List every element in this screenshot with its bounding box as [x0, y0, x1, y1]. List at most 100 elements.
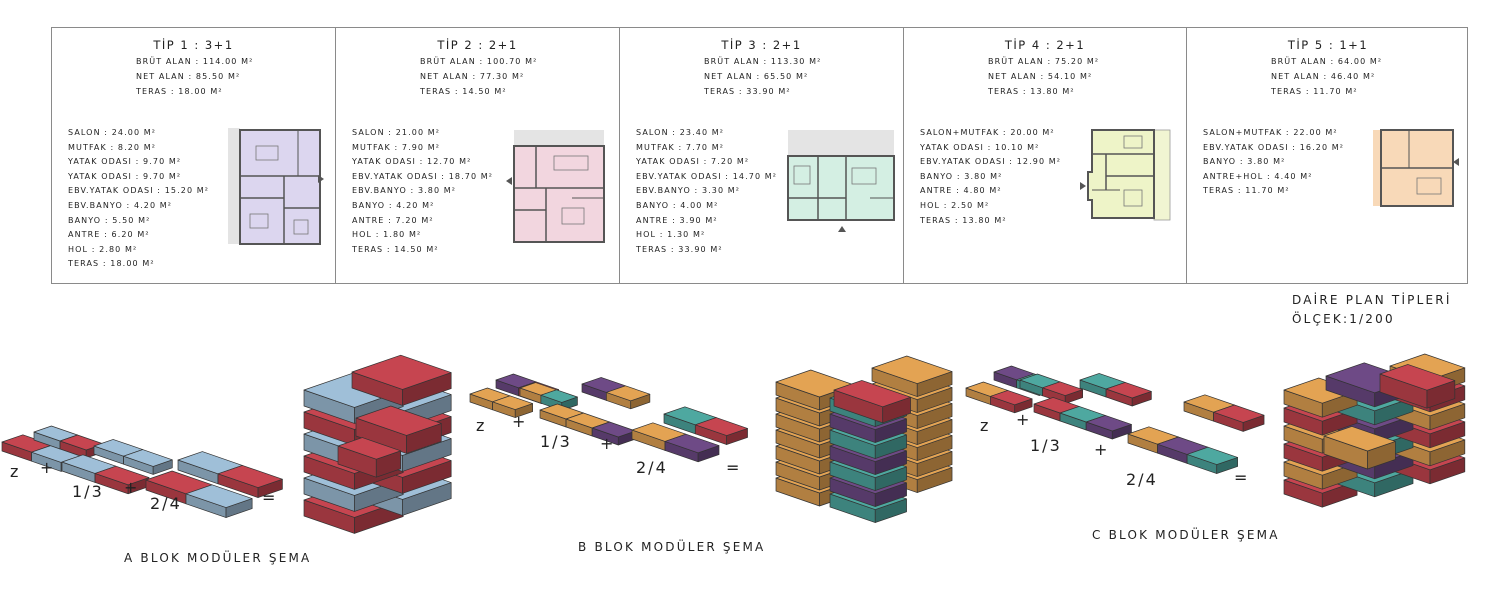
type-title: TİP 1 : 3+1 — [153, 38, 234, 52]
room-item: TERAS : 11.70 M² — [1203, 186, 1290, 196]
net-area: NET ALAN : 85.50 M² — [136, 72, 241, 81]
block-face — [694, 417, 748, 436]
block-face — [123, 449, 173, 467]
block-face — [1042, 381, 1083, 396]
room-item: EBV.BANYO : 3.80 M² — [352, 186, 457, 196]
room-item: ANTRE : 4.80 M² — [920, 186, 1002, 196]
room-item: EBV.BANYO : 4.20 M² — [68, 200, 173, 210]
symbol-z: z — [476, 416, 487, 435]
room-item: ANTRE : 3.90 M² — [636, 215, 718, 225]
symbol-one-three: 1/3 — [540, 432, 572, 451]
block-face — [1105, 382, 1152, 399]
type-1-cell: TİP 1 : 3+1 BRÜT ALAN : 114.00 M² NET ALA… — [52, 28, 336, 283]
room-item: HOL : 2.50 M² — [920, 200, 990, 210]
gross-area: BRÜT ALAN : 113.30 M² — [704, 57, 822, 66]
floor-plan-type-1 — [228, 128, 324, 245]
block-face — [540, 389, 578, 403]
room-item: BANYO : 4.20 M² — [352, 200, 435, 210]
floor-plan-type-4 — [1080, 129, 1171, 221]
net-area: NET ALAN : 65.50 M² — [704, 72, 809, 81]
block-b-label: B BLOK MODÜLER ŞEMA — [578, 540, 766, 554]
net-area: NET ALAN : 46.40 M² — [1271, 72, 1376, 81]
symbol-two-four: 2/4 — [1126, 470, 1158, 489]
room-item: MUTFAK : 7.70 M² — [636, 142, 725, 152]
symbol-plus: + — [1016, 410, 1032, 429]
room-item: YATAK ODASI : 9.70 M² — [68, 157, 182, 167]
room-item: BANYO : 3.80 M² — [920, 171, 1003, 181]
room-item: MUTFAK : 8.20 M² — [68, 142, 157, 152]
room-item: SALON : 21.00 M² — [352, 128, 441, 137]
symbol-one-three: 1/3 — [1030, 436, 1062, 455]
type-2-cell: TİP 2 : 2+1 BRÜT ALAN : 100.70 M² NET ALA… — [336, 28, 620, 283]
symbol-plus: + — [40, 458, 56, 477]
room-item: YATAK ODASI : 12.70 M² — [352, 157, 472, 167]
room-list: SALON : 23.40 M² MUTFAK : 7.70 M² YATAK OD… — [636, 126, 777, 257]
terrace-area: TERAS : 33.90 M² — [704, 87, 791, 96]
type-title: TİP 3 : 2+1 — [721, 38, 802, 52]
block-c-label: C BLOK MODÜLER ŞEMA — [1092, 528, 1280, 542]
room-item: ANTRE : 6.20 M² — [68, 230, 150, 240]
gross-area: BRÜT ALAN : 114.00 M² — [136, 57, 254, 66]
room-item: SALON : 24.00 M² — [68, 128, 157, 137]
block-face — [185, 484, 253, 508]
block-face — [355, 405, 442, 436]
room-item: EBV.YATAK ODASI : 14.70 M² — [636, 171, 778, 181]
type-title: TİP 4 : 2+1 — [1004, 38, 1086, 52]
net-area: NET ALAN : 77.30 M² — [420, 72, 525, 81]
gross-area: BRÜT ALAN : 100.70 M² — [420, 57, 538, 66]
room-item: BANYO : 3.80 M² — [1203, 157, 1286, 167]
type-3-cell: TİP 3 : 2+1 BRÜT ALAN : 113.30 M² NET ALA… — [620, 28, 904, 283]
scale-caption: DAİRE PLAN TİPLERİ ÖLÇEK:1/200 — [1292, 291, 1452, 329]
type-summary: BRÜT ALAN : 100.70 M² NET ALAN : 77.30 M²… — [420, 54, 537, 99]
block-face — [337, 437, 401, 460]
room-item: BANYO : 4.00 M² — [636, 200, 719, 210]
block-face — [94, 465, 150, 486]
block-face — [871, 355, 953, 384]
room-item: HOL : 1.30 M² — [636, 230, 706, 240]
block-a-label: A BLOK MODÜLER ŞEMA — [124, 551, 312, 565]
room-item: HOL : 1.80 M² — [352, 230, 422, 240]
room-item: ANTRE : 7.20 M² — [352, 215, 434, 225]
block-face — [1323, 426, 1396, 452]
block-face — [990, 390, 1033, 406]
type-summary: BRÜT ALAN : 114.00 M² NET ALAN : 85.50 M²… — [136, 54, 253, 99]
block-face — [1186, 446, 1238, 465]
room-item: ANTRE+HOL : 4.40 M² — [1203, 171, 1313, 181]
block-face — [1379, 364, 1456, 391]
room-item: YATAK ODASI : 7.20 M² — [636, 157, 750, 167]
floor-plan-type-5 — [1373, 129, 1459, 207]
block-face — [217, 465, 283, 488]
net-area: NET ALAN : 54.10 M² — [988, 72, 1093, 81]
room-item: YATAK ODASI : 9.70 M² — [68, 171, 182, 181]
room-item: TERAS : 14.50 M² — [352, 244, 439, 254]
block-face — [1085, 415, 1132, 432]
terrace-area: TERAS : 13.80 M² — [988, 87, 1075, 96]
symbol-equals: = — [1234, 468, 1250, 487]
symbol-z: z — [980, 416, 991, 435]
gross-area: BRÜT ALAN : 64.00 M² — [1271, 57, 1383, 66]
block-face — [606, 385, 651, 402]
symbol-plus: + — [600, 434, 616, 453]
room-item: SALON+MUTFAK : 22.00 M² — [1203, 128, 1338, 137]
type-title: TİP 2 : 2+1 — [437, 38, 518, 52]
room-list: SALON : 24.00 M² MUTFAK : 8.20 M² YATAK OD… — [68, 126, 209, 272]
block-face — [833, 380, 911, 408]
room-item: SALON : 23.40 M² — [636, 128, 725, 137]
room-item: TERAS : 33.90 M² — [636, 244, 723, 254]
room-item: TERAS : 18.00 M² — [68, 259, 155, 269]
symbol-equals: = — [262, 488, 278, 507]
room-item: EBV.BANYO : 3.30 M² — [636, 186, 741, 196]
symbol-plus: + — [512, 412, 528, 431]
floor-plan-type-3 — [787, 130, 895, 232]
symbol-equals: = — [726, 458, 742, 477]
room-item: HOL : 2.80 M² — [68, 244, 138, 254]
block-face — [351, 354, 452, 390]
block-face — [1213, 404, 1265, 423]
plan-types-title: DAİRE PLAN TİPLERİ — [1292, 293, 1452, 307]
symbol-z: z — [10, 462, 21, 481]
